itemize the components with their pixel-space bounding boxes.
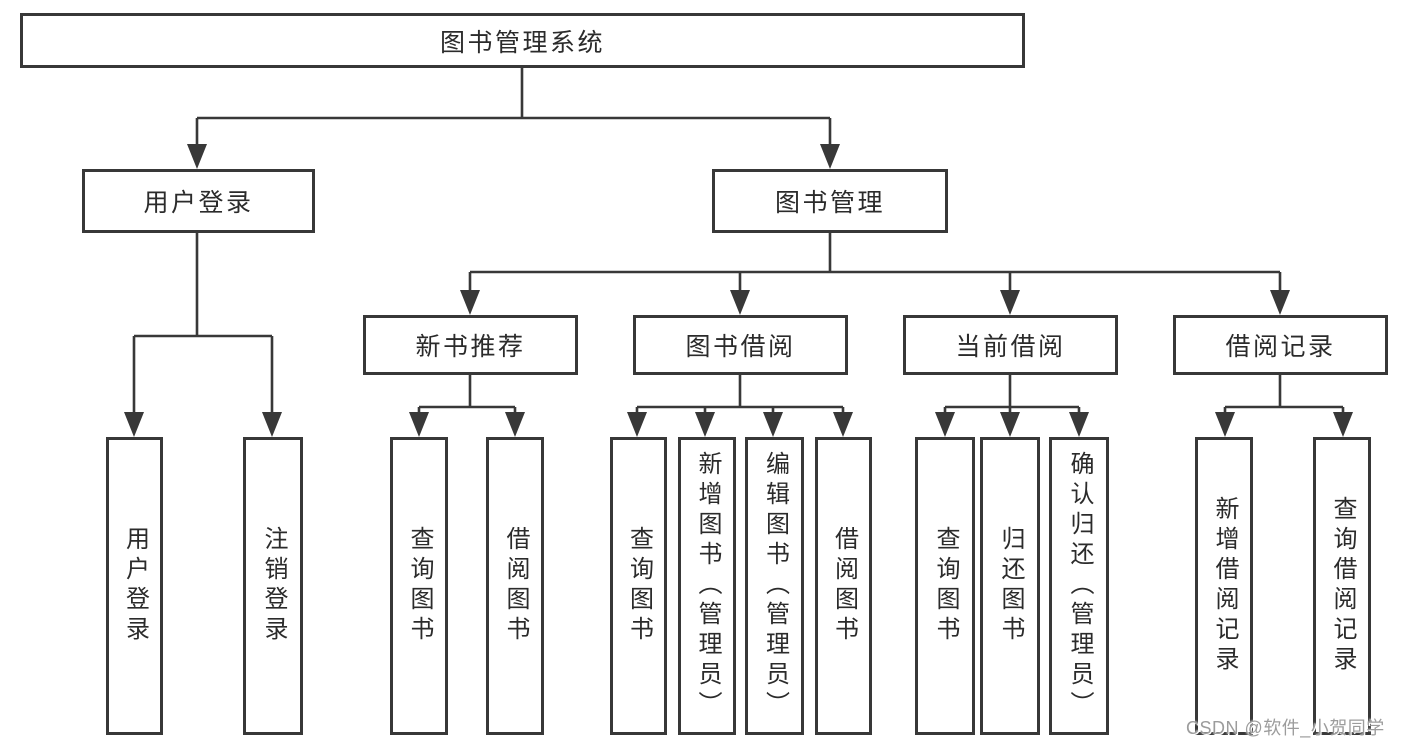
node-level2-user-login-label: 用户登录 [143,189,254,217]
leaf-query-books-current-label: 查询图书 [932,526,959,646]
node-book-borrow-label: 图书借阅 [685,333,796,361]
leaf-query-borrow-record: 查询借阅记录 [1313,437,1371,735]
leaf-add-book-admin: 新增图书（管理员） [678,437,736,735]
connector-new-book-recommend-children [409,375,525,437]
node-new-book-recommend: 新书推荐 [363,315,578,375]
leaf-edit-book-admin: 编辑图书（管理员） [745,437,804,735]
node-level2-user-login: 用户登录 [82,169,315,233]
node-borrow-records-label: 借阅记录 [1225,333,1336,361]
leaf-return-book-label: 归还图书 [997,526,1024,646]
leaf-query-books-recommend: 查询图书 [390,437,448,735]
connector-root-children [187,68,840,169]
leaf-borrow-books-recommend: 借阅图书 [486,437,544,735]
leaf-add-book-admin-label: 新增图书（管理员） [694,451,721,721]
leaf-add-borrow-record: 新增借阅记录 [1195,437,1253,735]
leaf-query-books-borrow: 查询图书 [610,437,667,735]
node-level2-book-management-label: 图书管理 [774,189,885,217]
leaf-return-book: 归还图书 [980,437,1040,735]
node-root-label: 图书管理系统 [439,28,605,57]
leaf-logout-label: 注销登录 [260,526,287,646]
node-borrow-records: 借阅记录 [1173,315,1388,375]
connector-book-borrow-children [627,375,853,437]
leaf-confirm-return-admin-label: 确认归还（管理员） [1066,451,1093,721]
leaf-edit-book-admin-label: 编辑图书（管理员） [761,451,789,721]
csdn-watermark: CSDN @软件_小贺同学 [1186,718,1385,738]
leaf-logout: 注销登录 [243,437,303,735]
node-root: 图书管理系统 [20,13,1025,68]
node-current-borrow: 当前借阅 [903,315,1118,375]
node-book-borrow: 图书借阅 [633,315,848,375]
connector-book-management-children [460,233,1290,315]
leaf-user-login-label: 用户登录 [121,526,149,646]
connector-borrow-records-children [1215,375,1353,437]
leaf-borrow-books-recommend-label: 借阅图书 [502,526,529,646]
leaf-confirm-return-admin: 确认归还（管理员） [1049,437,1109,735]
node-current-borrow-label: 当前借阅 [955,333,1066,361]
leaf-user-login: 用户登录 [106,437,163,735]
leaf-query-borrow-record-label: 查询借阅记录 [1329,496,1356,676]
node-new-book-recommend-label: 新书推荐 [415,333,526,361]
leaf-query-books-current: 查询图书 [915,437,975,735]
leaf-borrow-books: 借阅图书 [815,437,872,735]
leaf-add-borrow-record-label: 新增借阅记录 [1211,496,1238,676]
leaf-query-books-borrow-label: 查询图书 [625,526,653,646]
node-level2-book-management: 图书管理 [712,169,948,233]
leaf-query-books-recommend-label: 查询图书 [406,526,433,646]
connector-current-borrow-children [935,375,1089,437]
leaf-borrow-books-label: 借阅图书 [830,526,858,646]
connector-user-login-children [124,233,282,437]
